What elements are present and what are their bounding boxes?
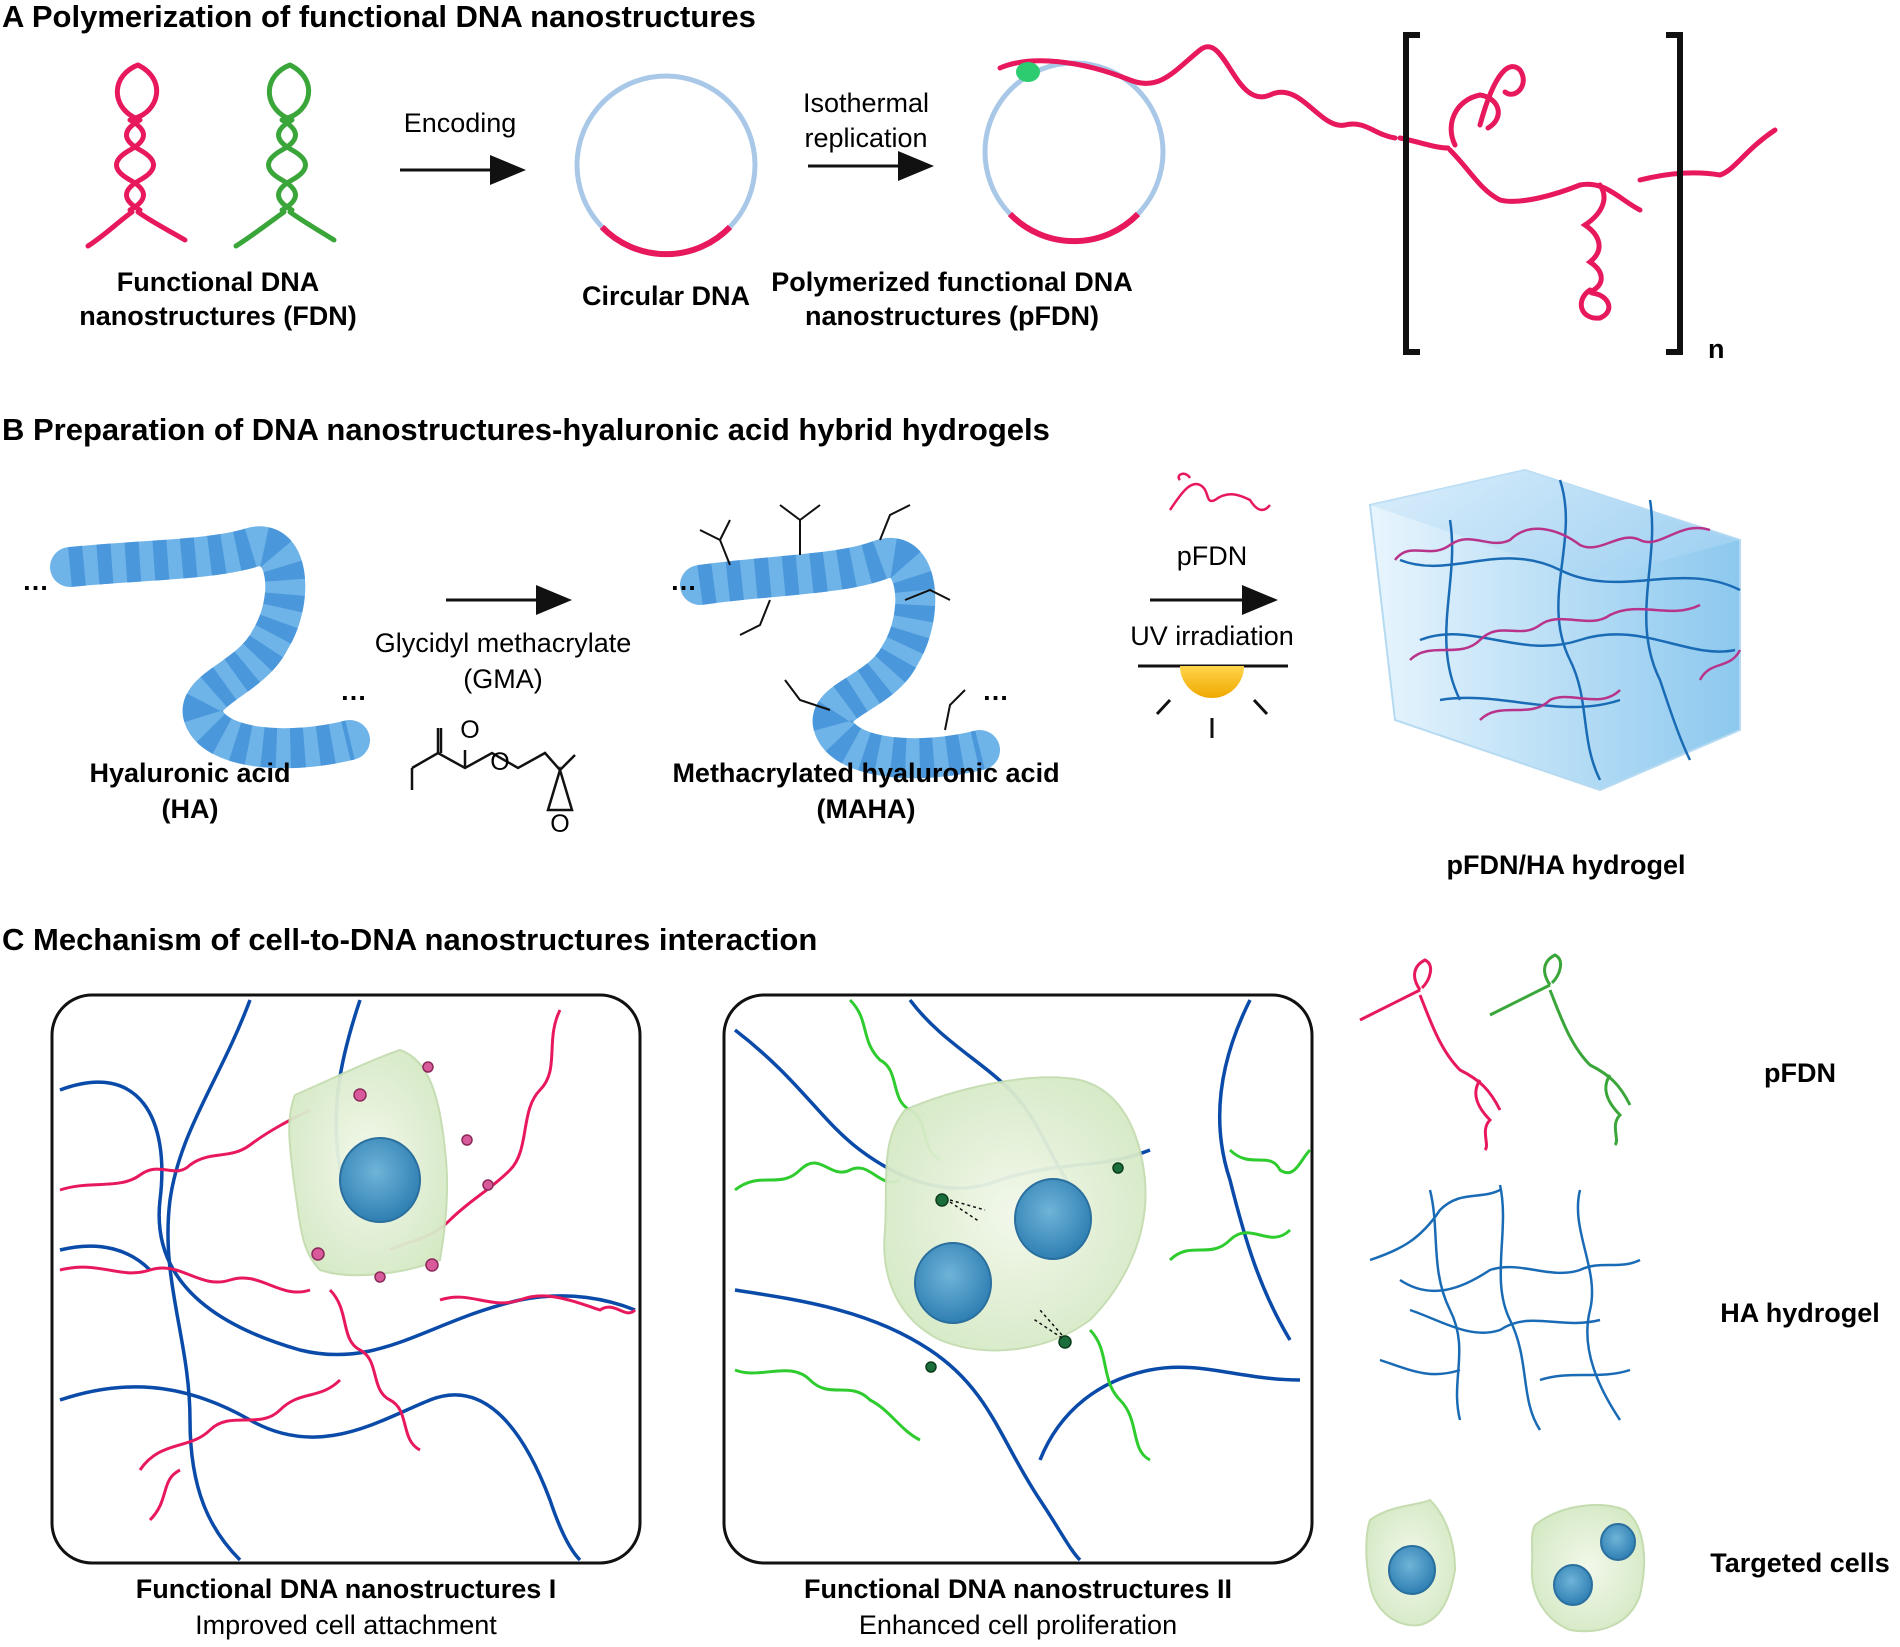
fdn-green-hairpin (233, 62, 337, 249)
box2-subtitle: Enhanced cell proliferation (859, 1610, 1177, 1640)
box1-title: Functional DNA nanostructures I (136, 1574, 557, 1604)
hydrogel-label: pFDN/HA hydrogel (1447, 850, 1686, 880)
gma-ester-o: O (490, 748, 509, 776)
mechanism-box-1 (50, 993, 642, 1565)
legend-ha-label: HA hydrogel (1720, 1298, 1880, 1328)
panel-a-title: A Polymerization of functional DNA nanos… (2, 0, 756, 34)
circular-dna-label: Circular DNA (582, 281, 750, 311)
mechanism-box-2 (722, 993, 1314, 1565)
maha-label-line2: (MAHA) (817, 794, 916, 824)
maha-label-line1: Methacrylated hyaluronic acid (672, 758, 1059, 788)
replication-label-line2: replication (804, 123, 927, 153)
pfdn-small-label: pFDN (1177, 541, 1248, 571)
box2-title: Functional DNA nanostructures II (804, 1574, 1232, 1604)
fdn-pink-hairpin (85, 62, 188, 249)
ha-ellipsis-right: … (340, 676, 367, 706)
gma-label-line2: (GMA) (463, 664, 542, 694)
ha-label-line2: (HA) (162, 794, 219, 824)
pfdn-label-line2: nanostructures (pFDN) (805, 301, 1099, 331)
panel-c-title: C Mechanism of cell-to-DNA nanostructure… (2, 922, 817, 957)
gma-epoxide-o: O (550, 810, 569, 838)
box1-subtitle: Improved cell attachment (195, 1610, 497, 1640)
pfdn-label-line1: Polymerized functional DNA (771, 267, 1133, 297)
circular-dna (574, 73, 758, 258)
ha-ellipsis-left: … (22, 566, 49, 596)
pfdn-small-icon (1168, 472, 1271, 512)
uv-lamp-icon (1138, 664, 1288, 738)
hyaluronic-acid-chain (50, 526, 370, 769)
maha-ellipsis-right: … (982, 676, 1009, 706)
polymerase-icon (1016, 62, 1040, 82)
replication-label-line1: Isothermal (803, 88, 929, 118)
repeat-subscript: n (1708, 334, 1725, 364)
legend-cells-icon (1365, 1498, 1646, 1633)
hydrogel-cube (1368, 468, 1742, 792)
rolling-circle-dna (982, 44, 1398, 245)
gma-molecule (410, 728, 576, 812)
panel-b-title: B Preparation of DNA nanostructures-hyal… (2, 412, 1050, 447)
gma-label-line1: Glycidyl methacrylate (375, 628, 632, 658)
legend-pfdn-label: pFDN (1764, 1058, 1836, 1088)
gma-carbonyl-o: O (460, 716, 479, 744)
fdn-label-line1: Functional DNA (117, 267, 320, 297)
maha-chain (680, 504, 1000, 779)
repeat-brackets (1403, 32, 1683, 355)
fdn-label-line2: nanostructures (FDN) (79, 301, 357, 331)
pfdn-repeat-unit (1397, 64, 1778, 321)
uv-label: UV irradiation (1130, 621, 1294, 651)
encoding-label: Encoding (404, 108, 517, 138)
maha-ellipsis-left: … (670, 566, 697, 596)
legend-cells-label: Targeted cells (1710, 1548, 1890, 1578)
ha-label-line1: Hyaluronic acid (89, 758, 290, 788)
legend-pfdn-icon (1359, 953, 1632, 1152)
legend-ha-icon (1369, 1184, 1641, 1431)
